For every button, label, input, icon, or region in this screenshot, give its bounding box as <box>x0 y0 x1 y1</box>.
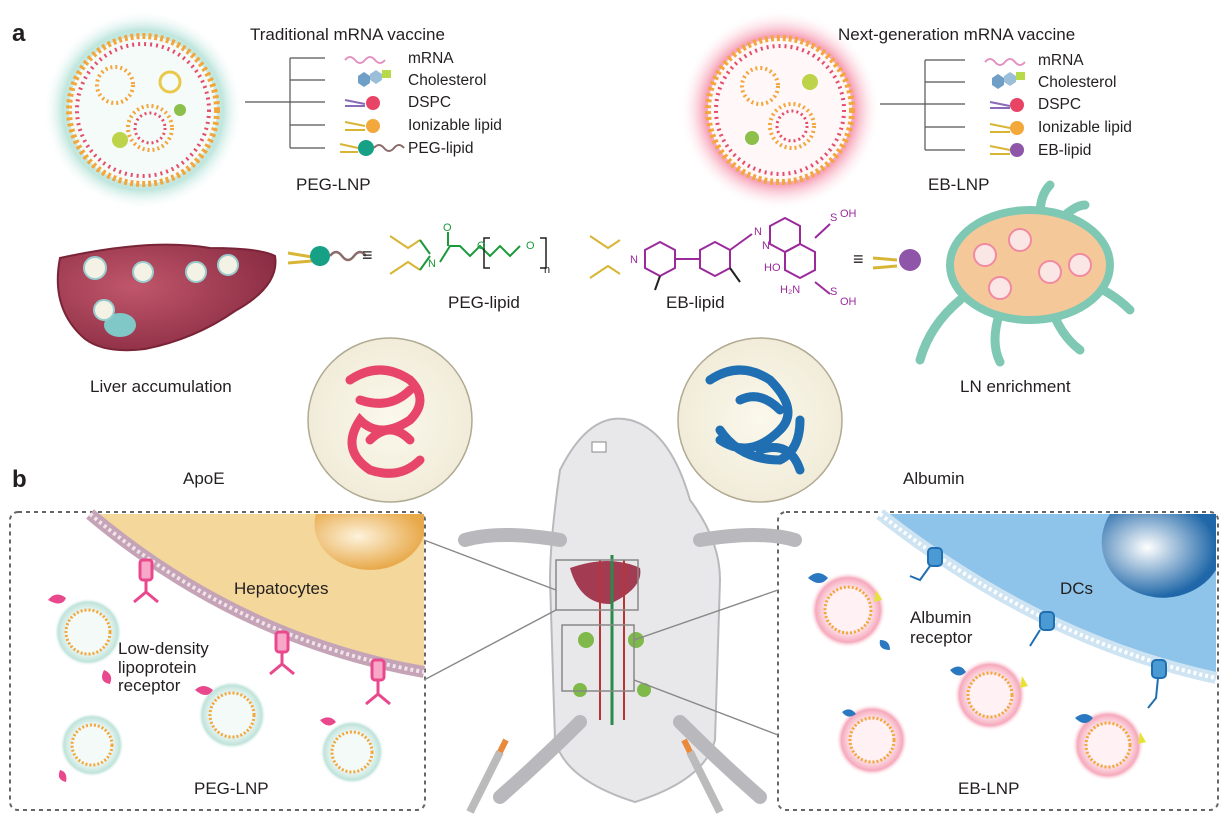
syringes <box>466 738 724 814</box>
trad-legend-peg: PEG-lipid <box>408 140 474 157</box>
albumin-protein-circle <box>677 337 843 503</box>
hepatocyte-panel-frame <box>9 511 426 811</box>
panel-label-a: a <box>12 20 26 47</box>
apoe-label: ApoE <box>183 469 225 488</box>
eb-lipid-structure <box>589 216 831 295</box>
peg-lnp-particle <box>43 10 243 210</box>
chem-oh-top: OH <box>840 208 857 220</box>
ionizable-lipid-icon <box>989 121 1024 135</box>
mrna-icon <box>344 56 386 64</box>
albumin-label: Albumin <box>903 469 965 488</box>
eb-lipid-label: EB-lipid <box>666 293 725 312</box>
ldl-receptors <box>133 558 391 706</box>
dcs-label: DCs <box>1060 579 1094 598</box>
apoe-protein-circle <box>307 337 473 503</box>
ng-legend-ionizable: Ionizable lipid <box>1038 119 1132 136</box>
traditional-legend-bracket <box>245 57 325 149</box>
chem-n-subscript: n <box>544 264 551 276</box>
dendritic-cell <box>876 509 1218 684</box>
liver-illustration <box>56 243 277 352</box>
peg-lnp-apoe-particles <box>48 594 384 784</box>
chem-o-carbonyl: O <box>443 222 452 234</box>
chem-n-eb: N <box>630 254 638 266</box>
eb-lnp-particle <box>680 10 880 210</box>
peg-lnp-label: PEG-LNP <box>296 175 371 194</box>
nextgen-title: Next-generation mRNA vaccine <box>838 25 1076 44</box>
liver-accumulation-label: Liver accumulation <box>90 377 232 396</box>
albumin-receptors <box>909 547 1167 709</box>
peg-lipid-symbol <box>287 246 367 266</box>
chem-ho: HO <box>764 262 781 274</box>
nextgen-legend-bracket <box>880 59 965 151</box>
chem-o-peg2: O <box>526 240 535 252</box>
dspc-icon <box>989 98 1024 112</box>
dc-panel-frame <box>777 511 1219 811</box>
eb-lnp-b-label: EB-LNP <box>958 779 1020 798</box>
chem-n-azo2: N <box>762 240 770 252</box>
zoom-lines <box>423 539 779 736</box>
trad-legend-cholesterol: Cholesterol <box>408 72 487 89</box>
cholesterol-icon <box>358 70 391 87</box>
ng-legend-eb: EB-lipid <box>1038 142 1092 159</box>
dspc-icon <box>344 96 380 110</box>
peg-lipid-label: PEG-lipid <box>448 293 520 312</box>
trad-legend-dspc: DSPC <box>408 94 452 111</box>
mrna-icon <box>984 58 1026 66</box>
chem-s-top: S <box>830 212 838 224</box>
trad-legend-mrna: mRNA <box>408 50 454 67</box>
eb-lnp-albumin-particles <box>808 572 1146 781</box>
trad-legend-ionizable: Ionizable lipid <box>408 117 502 134</box>
ionizable-lipid-icon <box>344 119 380 133</box>
eb-lipid-symbol <box>872 249 921 271</box>
traditional-title: Traditional mRNA vaccine <box>250 25 445 44</box>
mouse-body <box>458 417 802 804</box>
chem-o-peg1: O <box>477 240 486 252</box>
traditional-legend-icons <box>339 56 405 156</box>
chem-n-azo1: N <box>754 226 762 238</box>
equiv-sign-left: ≡ <box>362 245 373 265</box>
albumin-receptor-label: Albumin receptor <box>910 608 973 647</box>
eb-lipid-icon <box>989 143 1024 157</box>
chem-oh-bottom: OH <box>840 296 857 308</box>
chem-h2n: H₂N <box>780 284 801 296</box>
ng-legend-dspc: DSPC <box>1038 96 1082 113</box>
panel-label-b: b <box>12 466 27 493</box>
hepatocytes-label: Hepatocytes <box>234 579 329 598</box>
peg-lipid-structure <box>389 232 547 275</box>
ng-legend-mrna: mRNA <box>1038 52 1084 69</box>
chem-s-bottom: S <box>830 286 838 298</box>
ng-legend-cholesterol: Cholesterol <box>1038 74 1117 91</box>
peg-lnp-b-label: PEG-LNP <box>194 779 269 798</box>
ln-enrichment-label: LN enrichment <box>960 377 1071 396</box>
lymph-node-illustration <box>915 180 1135 367</box>
cholesterol-icon <box>992 72 1025 89</box>
nextgen-legend-icons <box>984 58 1026 157</box>
ldl-receptor-label: Low-density lipoprotein receptor <box>118 639 209 696</box>
equiv-sign-right: ≡ <box>853 249 864 269</box>
chem-n-peg: N <box>428 258 436 270</box>
peg-lipid-icon <box>339 140 405 156</box>
eb-lnp-label: EB-LNP <box>928 175 990 194</box>
